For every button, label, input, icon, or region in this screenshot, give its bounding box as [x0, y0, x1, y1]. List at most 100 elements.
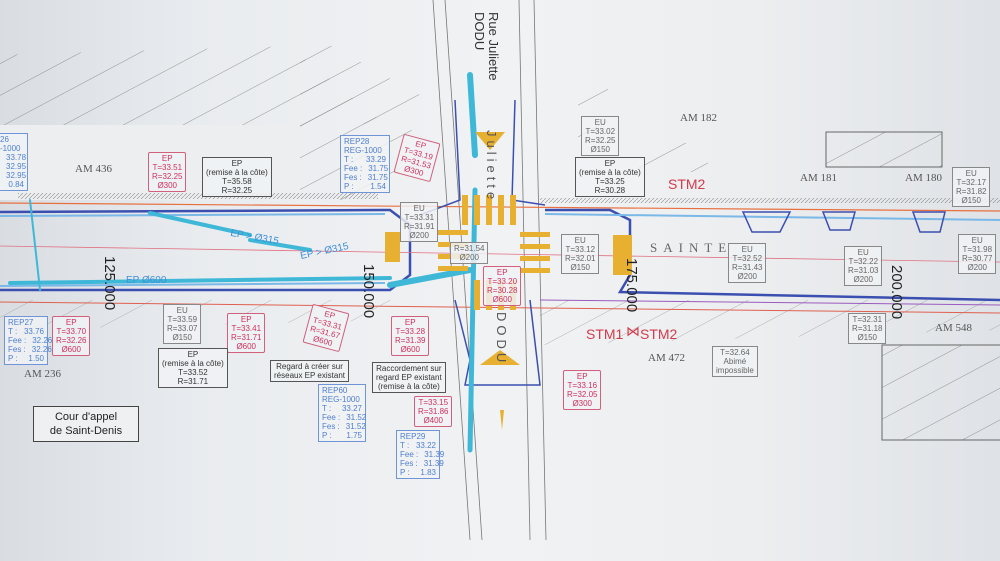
box-line: Ø150 — [590, 145, 611, 154]
section-label: STM1 — [586, 326, 624, 342]
rep-row: REG-1000 — [322, 395, 362, 404]
rep-value: 31.75 — [367, 173, 388, 182]
box-line: Ø600 — [492, 295, 513, 304]
box-line: T=32.52 — [732, 254, 763, 263]
box-line: R=31.18 — [852, 324, 883, 333]
box-line: EU — [965, 169, 977, 178]
rep-row: REP29 — [400, 432, 436, 441]
rep-row: 33.78 — [0, 153, 26, 162]
building-hatching — [0, 45, 1000, 441]
rep-key: -1000 — [0, 144, 21, 153]
box-line: EU — [413, 204, 425, 213]
chainage-marker: 150.000 — [360, 264, 377, 319]
box-line: R=30.28 — [594, 186, 626, 195]
water-pipes — [8, 72, 478, 453]
parcel-label: AM 548 — [935, 322, 972, 334]
rep-key: P : — [344, 182, 354, 191]
box-line: T=33.52 — [178, 368, 208, 377]
box-line: T=33.16 — [567, 381, 598, 390]
box-line: T=33.12 — [565, 245, 596, 254]
pipe-label: EP Ø600 — [126, 275, 167, 286]
box-line: R=31.43 — [732, 263, 763, 272]
rep-key: REP28 — [344, 137, 370, 146]
title-line1: Cour d'appel — [54, 411, 118, 423]
rep-value: 33.22 — [415, 441, 436, 450]
street-label-sainte: SAINTE — [650, 240, 733, 255]
rep-value: 31.39 — [424, 450, 445, 459]
box-line: R=31.03 — [848, 266, 879, 275]
box-line: Raccordement sur — [376, 364, 442, 373]
rep-row: -1000 — [0, 144, 24, 153]
box-line: R=31.91 — [404, 222, 435, 231]
rep-row: T :33.76 — [8, 327, 44, 336]
box-line: Abimé — [723, 357, 747, 366]
rep-row: REP28 — [344, 137, 386, 146]
parcel-label: AM 436 — [75, 163, 112, 175]
rep-value: 1.54 — [370, 182, 386, 191]
rep-row: REG-1000 — [344, 146, 386, 155]
rep-row: P : 1.83 — [400, 468, 436, 477]
box-line: Ø300 — [572, 399, 593, 408]
box-line: EP — [231, 159, 243, 168]
box-line: T=33.31 — [404, 213, 435, 222]
box-line: Ø200 — [409, 231, 430, 240]
rep-value: 32.26 — [32, 336, 53, 345]
box-line: T=33.51 — [152, 163, 183, 172]
rep-key: Fee : — [400, 450, 419, 459]
box-line: T=32.31 — [852, 315, 883, 324]
box-line: R=30.28 — [487, 286, 518, 295]
rep-key: P : — [400, 468, 410, 477]
box-line: EP — [161, 154, 173, 163]
box-line: R=32.01 — [565, 254, 596, 263]
street-name-line2: DODU — [472, 12, 487, 51]
box-line: (remise à la côte) — [377, 382, 440, 391]
rep-value: 0.84 — [8, 180, 24, 189]
title-line2: de Saint-Denis — [49, 425, 123, 437]
rep-row: T :33.22 — [400, 441, 436, 450]
box-line: EP — [404, 318, 416, 327]
box-line: T=32.17 — [956, 178, 987, 187]
rep-key: Fes : — [344, 173, 362, 182]
chainage-marker: 175.000 — [623, 258, 640, 313]
section-divider-icon: ⋈ — [626, 323, 640, 339]
rep-key: P : — [8, 354, 18, 363]
box-line: EP — [576, 372, 588, 381]
rep-value: 31.52 — [346, 413, 367, 422]
box-line: R=32.26 — [56, 336, 87, 345]
parcel-label: AM 181 — [800, 172, 837, 184]
rep-key: REP29 — [400, 432, 426, 441]
rep-value: 1.83 — [420, 468, 436, 477]
rep-value: 1.50 — [28, 354, 44, 363]
box-line: R=32.25 — [221, 186, 253, 195]
rep-value: 31.75 — [368, 164, 389, 173]
box-line: T=35.58 — [222, 177, 252, 186]
box-line: R=30.77 — [962, 254, 993, 263]
rep-row: Fee :31.52 — [322, 413, 366, 422]
box-line: EU — [971, 236, 983, 245]
box-line: Ø200 — [967, 263, 988, 272]
rep-key: Fes : — [8, 345, 26, 354]
box-line: Ø200 — [853, 275, 874, 284]
box-line: (remise à la côte) — [206, 168, 268, 177]
rep-row: Fes : 31.75 — [344, 173, 388, 182]
street-label-dodu: DODU — [494, 312, 509, 367]
